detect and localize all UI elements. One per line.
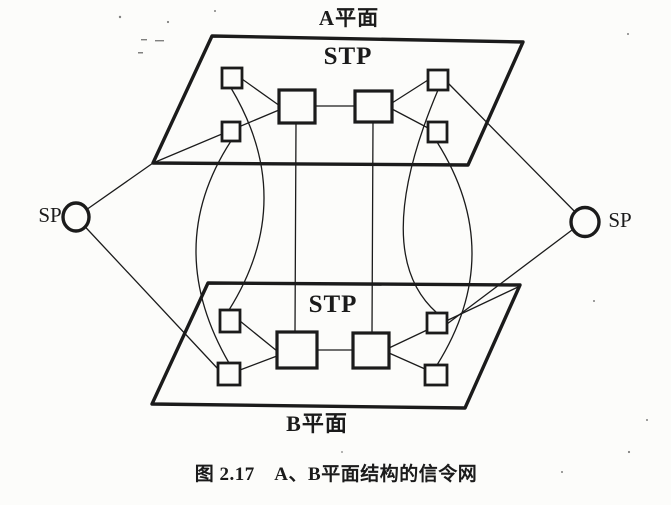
stp-node-b-small-topright xyxy=(425,311,449,335)
link-a-corner-through-bottomleft-small xyxy=(152,109,280,164)
link-curve-a-topright-to-b-topright xyxy=(402,89,439,314)
link-vertical-right-large-stps xyxy=(371,121,374,334)
stp-node-b-large-left xyxy=(275,330,319,370)
link-curve-a-bottomleft-to-b-bottomleft xyxy=(195,140,232,364)
sp-node-left-circle xyxy=(61,201,91,233)
link-b-corner-through-topright-small xyxy=(388,286,519,349)
link-a-right-large-to-topright-small xyxy=(391,79,429,104)
sp-left-label: SP xyxy=(38,203,62,227)
link-sp-right-to-plane-b xyxy=(446,220,585,325)
plane-b-outline xyxy=(150,281,522,410)
stp-node-a-small-bottomleft xyxy=(220,120,242,143)
stp-node-a-large-left xyxy=(277,88,317,125)
plane-a-label: A平面 xyxy=(318,6,380,30)
stp-node-a-small-topleft xyxy=(220,66,244,90)
link-sp-left-to-plane-a xyxy=(75,162,154,218)
scan-speckles xyxy=(118,10,648,473)
link-a-topleft-small-to-left-large xyxy=(241,78,281,107)
link-b-topleft-small-to-left-large xyxy=(239,320,278,352)
plane-b-label: B平面 xyxy=(286,411,348,436)
link-sp-left-to-plane-b xyxy=(75,216,219,370)
plane-a-stp-label: STP xyxy=(323,43,373,70)
link-b-bottomright-small-to-right-large xyxy=(388,352,426,370)
stp-node-b-small-topleft xyxy=(218,308,242,334)
sp-node-right-circle xyxy=(569,205,601,239)
stp-node-a-small-bottomright xyxy=(426,120,449,144)
stp-node-b-small-bottomright xyxy=(423,363,449,387)
stp-node-b-large-right xyxy=(351,331,391,370)
link-a-right-large-to-bottomright-small xyxy=(391,108,429,129)
plane-b-stp-label: STP xyxy=(308,291,358,318)
link-curve-a-bottomright-to-b-bottomright xyxy=(436,141,473,366)
stp-node-a-large-right xyxy=(353,89,394,124)
link-b-bottomleft-small-to-left-large xyxy=(239,355,278,371)
link-sp-right-to-plane-a xyxy=(447,82,585,222)
link-vertical-left-large-stps xyxy=(294,122,297,333)
stp-node-b-small-bottomleft xyxy=(216,361,242,387)
stp-node-a-small-topright xyxy=(426,68,450,92)
figure-caption: 图 2.17 A、B平面结构的信令网 xyxy=(194,464,478,485)
sp-right-label: SP xyxy=(608,208,632,232)
plane-a-outline xyxy=(151,34,525,167)
